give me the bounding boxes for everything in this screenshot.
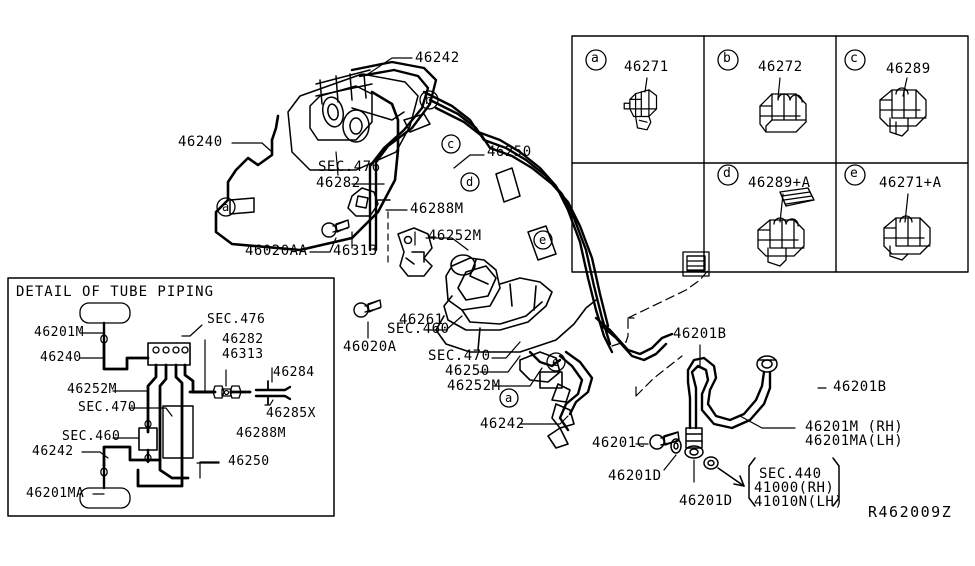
label-46020a: 46020A bbox=[343, 339, 397, 355]
detail-label-46252m: 46252M bbox=[67, 382, 117, 397]
label-46282: 46282 bbox=[316, 175, 361, 191]
label-46313: 46313 bbox=[333, 243, 378, 259]
label-46240: 46240 bbox=[178, 134, 223, 150]
detail-label-46284: 46284 bbox=[273, 365, 315, 380]
detail-label-sec470: SEC.470 bbox=[78, 400, 137, 415]
label-41000-rh: 41000(RH) bbox=[754, 480, 835, 496]
label-46288m: 46288M bbox=[410, 201, 464, 217]
label-sec476: SEC.476 bbox=[318, 159, 381, 175]
detail-label-sec476: SEC.476 bbox=[207, 312, 266, 327]
callout-marker-a: a bbox=[591, 51, 600, 66]
callout-marker-e: e bbox=[850, 166, 859, 181]
callout-part-46271-a: 46271+A bbox=[879, 175, 942, 191]
label-sec460: SEC.460 bbox=[387, 321, 450, 337]
detail-label-sec460: SEC.460 bbox=[62, 429, 121, 444]
label-46250-mid: 46250 bbox=[445, 363, 490, 379]
label-41010n-lh: 41010N(LH) bbox=[754, 494, 844, 510]
label-sec470: SEC.470 bbox=[428, 348, 491, 364]
diagram-marker-a-2: a bbox=[505, 391, 513, 405]
label-46020aa: 46020AA bbox=[245, 243, 308, 259]
diagram-marker-e-2: e bbox=[552, 355, 560, 369]
diagram-marker-a-1: a bbox=[222, 200, 230, 214]
label-46201c: 46201C bbox=[592, 435, 646, 451]
detail-label-46240: 46240 bbox=[40, 350, 82, 365]
diagram-marker-b: b bbox=[425, 93, 433, 107]
label-46252m-top: 46252M bbox=[428, 228, 482, 244]
detail-label-46242: 46242 bbox=[32, 444, 74, 459]
detail-box-title: DETAIL OF TUBE PIPING bbox=[16, 284, 215, 300]
label-46201d-bot: 46201D bbox=[679, 493, 733, 509]
callout-part-46289-a: 46289+A bbox=[748, 175, 811, 191]
diagram-marker-e-1: e bbox=[539, 233, 547, 247]
detail-label-46313: 46313 bbox=[222, 347, 264, 362]
callout-marker-c: c bbox=[850, 51, 859, 66]
callout-marker-d: d bbox=[723, 166, 732, 181]
label-46242-top: 46242 bbox=[415, 50, 460, 66]
callout-part-46289: 46289 bbox=[886, 61, 931, 77]
detail-label-46282: 46282 bbox=[222, 332, 264, 347]
diagram-code: R462009Z bbox=[868, 503, 953, 521]
label-46242-bot: 46242 bbox=[480, 416, 525, 432]
callout-marker-b: b bbox=[723, 51, 732, 66]
diagram-marker-d: d bbox=[466, 175, 474, 189]
callout-part-46272: 46272 bbox=[758, 59, 803, 75]
detail-label-46201ma: 46201MA bbox=[26, 486, 85, 501]
label-46261: 46261 bbox=[399, 312, 444, 328]
detail-label-46250: 46250 bbox=[228, 454, 270, 469]
label-46201d-left: 46201D bbox=[608, 468, 662, 484]
label-46201ma-lh: 46201MA(LH) bbox=[805, 433, 904, 449]
label-46252m-mid: 46252M bbox=[447, 378, 501, 394]
detail-label-46288m: 46288M bbox=[236, 426, 286, 441]
label-46201b-top: 46201B bbox=[673, 326, 727, 342]
detail-label-46285x: 46285X bbox=[266, 406, 316, 421]
label-46201b-right: 46201B bbox=[833, 379, 887, 395]
label-46250-top: 46250 bbox=[487, 144, 532, 160]
detail-label-46201m: 46201M bbox=[34, 325, 84, 340]
label-sec440: SEC.440 bbox=[759, 466, 822, 482]
callout-part-46271: 46271 bbox=[624, 59, 669, 75]
label-46201m-rh: 46201M (RH) bbox=[805, 419, 904, 435]
diagram-marker-c: c bbox=[447, 137, 455, 151]
